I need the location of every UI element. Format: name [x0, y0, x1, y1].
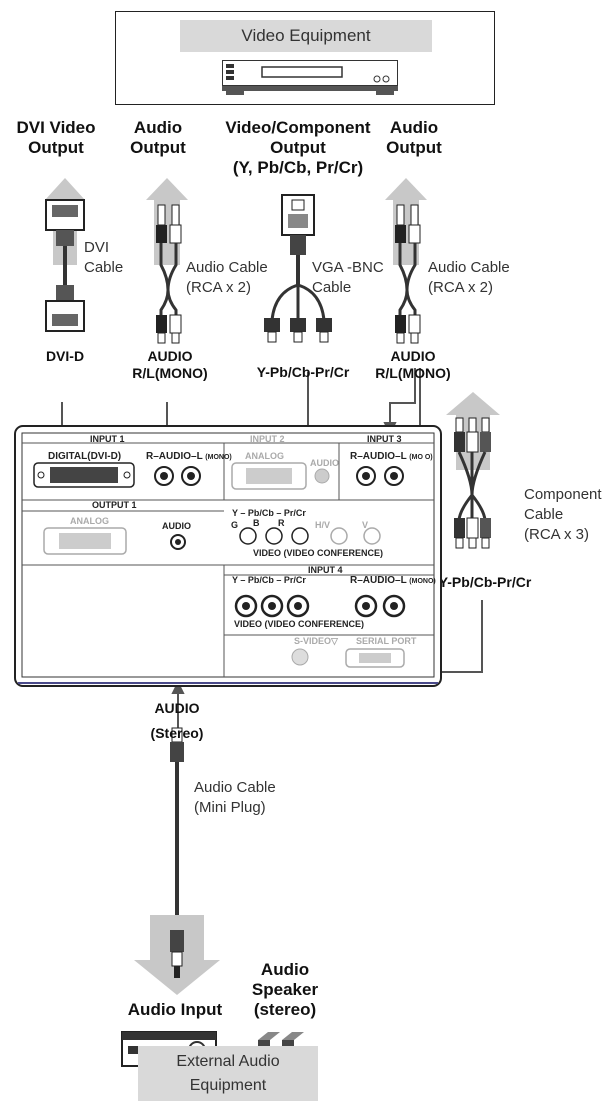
panel-hv-label: H/V — [315, 520, 331, 530]
panel-audio4-label: R–AUDIO–L (MONO) — [350, 575, 436, 586]
panel-svideo-label: S-VIDEO▽ — [294, 636, 338, 646]
dvi-d-label: DVI-D — [45, 348, 85, 364]
rca-cable-2 — [395, 204, 421, 344]
ypbpr-label-2: Y-Pb/Cb-Pr/Cr — [438, 574, 532, 590]
up-arrow-audio1 — [146, 178, 188, 265]
panel-input2-label: INPUT 2 — [250, 434, 285, 444]
up-arrow-audio2 — [385, 178, 427, 265]
audio-cable-caption-1: Audio Cable(RCA x 2) — [186, 259, 268, 296]
panel-audio-out-label: AUDIO — [162, 521, 191, 531]
panel-audio1-label: R–AUDIO–L (MONO) — [146, 451, 232, 462]
mini-plug-cable — [170, 727, 184, 945]
panel-input3-label: INPUT 3 — [367, 434, 402, 444]
panel-video-conf-label: VIDEO (VIDEO CONFERENCE) — [253, 548, 384, 558]
component-rca-cable — [454, 417, 491, 549]
panel-analog-in-label: ANALOG — [245, 451, 284, 461]
panel-b-label: B — [253, 518, 260, 528]
audio-stereo-label: AUDIO(Stereo) — [150, 700, 204, 741]
ypbpr-label-1: Y-Pb/Cb-Pr/Cr — [256, 364, 350, 380]
panel-video-conf2-label: VIDEO (VIDEO CONFERENCE) — [234, 619, 365, 629]
panel-g-label: G — [231, 520, 239, 530]
panel-audio3-label: R–AUDIO–L (MO O) — [350, 451, 433, 462]
video-equipment-title: Video Equipment — [180, 20, 432, 52]
vga-bnc-cable — [264, 194, 332, 343]
panel-input4-label: INPUT 4 — [308, 565, 343, 575]
panel-ypbpr-top-label: Y – Pb/Cb – Pr/Cr — [232, 508, 306, 518]
panel-serial-label: SERIAL PORT — [356, 636, 417, 646]
rca-cable-1 — [156, 204, 182, 344]
video-equipment-box — [115, 11, 495, 105]
audio-input-heading: Audio Input — [127, 1000, 223, 1019]
panel-audio-in2-label: AUDIO — [310, 458, 339, 468]
panel-r-label: R — [278, 518, 285, 528]
vcr-icon — [222, 60, 398, 95]
panel-v-label: V — [362, 520, 369, 530]
audio-cable-caption-2: Audio Cable(RCA x 2) — [428, 259, 510, 296]
panel-input1-label: INPUT 1 — [90, 434, 125, 444]
mini-plug-bottom — [170, 930, 184, 978]
projector-panel — [14, 425, 442, 687]
panel-output1-label: OUTPUT 1 — [92, 500, 137, 510]
panel-digital-label: DIGITAL(DVI-D) — [48, 451, 122, 462]
mini-plug-cable-caption: Audio Cable(Mini Plug) — [194, 779, 276, 816]
dvi-cable — [45, 199, 85, 332]
panel-analog-out-label: ANALOG — [70, 516, 109, 526]
panel-ypbpr-bottom-label: Y – Pb/Cb – Pr/Cr — [232, 575, 306, 585]
